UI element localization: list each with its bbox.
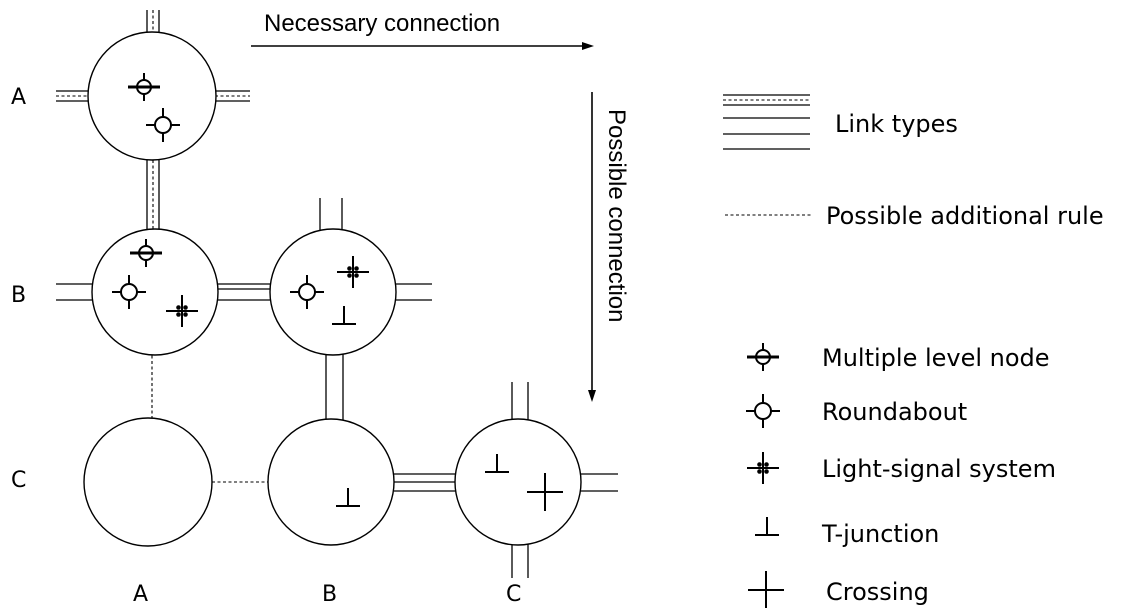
link-bc-cc xyxy=(394,473,456,492)
node-bc xyxy=(267,418,395,546)
node-cc xyxy=(454,418,582,546)
legend-crossing: Crossing xyxy=(826,578,929,606)
possible-connection-label: Possible connection xyxy=(603,109,630,322)
legend-multiple-level: Multiple level node xyxy=(822,344,1050,372)
legend-t-junction-icon xyxy=(754,516,780,536)
link-bb-top xyxy=(319,198,343,232)
link-cc-bottom xyxy=(511,542,529,578)
necessary-connection-arrow xyxy=(251,42,594,50)
link-ab-bb xyxy=(218,283,272,301)
legend-light-signal: Light-signal system xyxy=(822,455,1056,483)
link-bb-right xyxy=(396,283,432,301)
legend-roundabout: Roundabout xyxy=(822,398,967,426)
legend-multiple-level-icon xyxy=(745,341,781,373)
legend-roundabout-icon xyxy=(745,393,781,429)
legend-possible-rule: Possible additional rule xyxy=(826,202,1104,230)
link-cc-top xyxy=(511,382,529,422)
row-label-b: B xyxy=(11,283,26,308)
column-label-a: A xyxy=(133,582,148,607)
node-aa xyxy=(87,31,217,161)
node-ac xyxy=(83,417,213,547)
link-bb-bc xyxy=(325,350,344,422)
legend-crossing-icon xyxy=(747,570,785,608)
link-aa-left xyxy=(56,90,88,102)
legend-t-junction: T-junction xyxy=(821,520,939,548)
link-ab-left xyxy=(56,283,92,301)
possible-connection-arrow xyxy=(588,92,596,402)
node-bb xyxy=(269,228,397,356)
column-label-c: C xyxy=(506,582,521,607)
column-label-b: B xyxy=(322,582,337,607)
legend-link-types: Link types xyxy=(835,110,958,138)
necessary-connection-label: Necessary connection xyxy=(264,10,500,37)
link-aa-right xyxy=(215,90,250,102)
row-label-a: A xyxy=(11,85,26,110)
legend-link-types-icon xyxy=(723,94,810,150)
link-cc-right xyxy=(580,473,618,492)
link-aa-ab xyxy=(146,160,160,236)
legend-light-signal-icon xyxy=(746,451,780,485)
row-label-c: C xyxy=(11,468,26,493)
node-ab xyxy=(91,228,219,356)
